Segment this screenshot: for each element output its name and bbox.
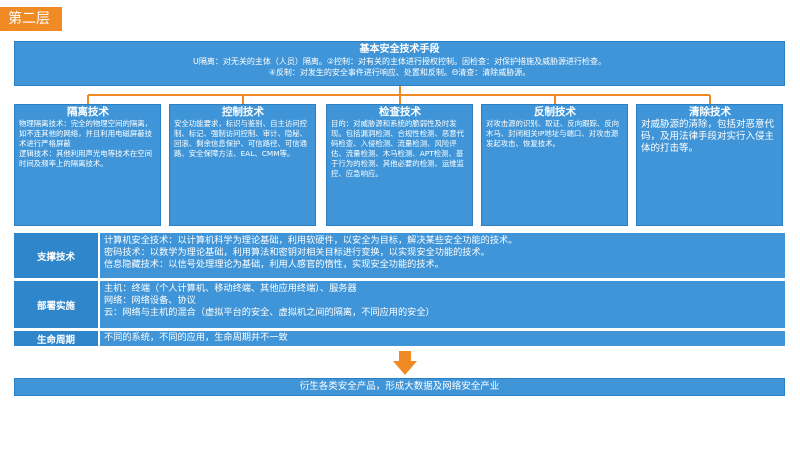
control-tech-card: 控制技术 安全功能要求，标识与鉴别、自主访问控制、标记、强制访问控制、审计、隐秘… bbox=[169, 104, 316, 226]
card-body-line: 物理隔离技术：完全的物理空间的隔离，如不连其他的网络，并且利用电磁屏蔽技术进行严… bbox=[19, 119, 153, 148]
card-body: 对威胁源的清除，包括对恶意代码，及用法律手段对实行入侵主体的打击等。 bbox=[641, 119, 779, 155]
card-body-line: 对攻击源的识别、取证、反向跟踪、反向木马、封闭相关IP地址与端口、对攻击源发起攻… bbox=[486, 119, 620, 148]
row-content: 不同的系统，不同的应用，生命周期并不一致 bbox=[104, 332, 781, 344]
row-line: 网络：网络设备、协议 bbox=[104, 295, 196, 306]
basic-techniques-line-2: ④反制：对发生的安全事件进行响应、处置和反制。Θ清查：清除威胁源。 bbox=[268, 68, 531, 77]
card-title: 控制技术 bbox=[222, 106, 264, 118]
down-arrow-icon bbox=[393, 351, 417, 375]
row-content: 主机：终端（个人计算机、移动终端、其他应用终端）、服务器 网络：网络设备、协议 … bbox=[104, 283, 781, 319]
derived-products-box: 衍生各类安全产品，形成大数据及网络安全产业 bbox=[14, 378, 785, 396]
basic-techniques-box: 基本安全技术手段 U隔离：对无关的主体（人员）隔离。②控制：对有关的主体进行授权… bbox=[14, 41, 785, 86]
row-content: 计算机安全技术：以计算机科学为理论基础，利用软硬件，以安全为目标，解决某些安全功… bbox=[104, 235, 781, 271]
row-label: 部署实施 bbox=[14, 281, 100, 328]
card-body: 安全功能要求，标识与鉴别、自主访问控制、标记、强制访问控制、审计、隐秘、回滚、剩… bbox=[174, 119, 312, 159]
row-label: 支撑技术 bbox=[14, 233, 100, 278]
deployment-row: 部署实施 主机：终端（个人计算机、移动终端、其他应用终端）、服务器 网络：网络设… bbox=[14, 281, 785, 329]
card-body-line: 逻辑技术：其他利用声光电等技术在空间时间及频率上的隔离技术。 bbox=[19, 149, 153, 168]
lifecycle-row: 生命周期 不同的系统，不同的应用，生命周期并不一致 bbox=[14, 331, 785, 347]
row-line: 计算机安全技术：以计算机科学为理论基础，利用软硬件，以安全为目标，解决某些安全功… bbox=[104, 235, 518, 246]
card-body-line: 对威胁源的清除，包括对恶意代码，及用法律手段对实行入侵主体的打击等。 bbox=[641, 119, 775, 154]
row-line: 密码技术：以数学为理论基础，利用算法和密钥对相关目标进行变换，以实现安全功能的技… bbox=[104, 247, 490, 258]
support-tech-row: 支撑技术 计算机安全技术：以计算机科学为理论基础，利用软硬件，以安全为目标，解决… bbox=[14, 233, 785, 279]
row-line: 不同的系统，不同的应用，生命周期并不一致 bbox=[104, 332, 288, 343]
card-title: 隔离技术 bbox=[67, 106, 109, 118]
row-line: 主机：终端（个人计算机、移动终端、其他应用终端）、服务器 bbox=[104, 283, 357, 294]
card-body-line: 安全功能要求，标识与鉴别、自主访问控制、标记、强制访问控制、审计、隐秘、回滚、剩… bbox=[174, 119, 308, 158]
layer-tag: 第二层 bbox=[0, 7, 62, 31]
row-line: 云：网络与主机的混合（虚拟平台的安全、虚拟机之间的隔离，不同应用的安全） bbox=[104, 307, 435, 318]
basic-techniques-title: 基本安全技术手段 bbox=[359, 44, 440, 55]
card-body-line: 目的：对威胁源和系统的脆弱性及时发现。包括漏洞检测、合规性检测、恶意代码检查、入… bbox=[331, 119, 465, 178]
card-title: 检查技术 bbox=[379, 106, 421, 118]
card-body: 对攻击源的识别、取证、反向跟踪、反向木马、封闭相关IP地址与端口、对攻击源发起攻… bbox=[486, 119, 624, 149]
card-title: 清除技术 bbox=[689, 106, 731, 118]
clearance-tech-card: 清除技术 对威胁源的清除，包括对恶意代码，及用法律手段对实行入侵主体的打击等。 bbox=[636, 104, 783, 226]
inspection-tech-card: 检查技术 目的：对威胁源和系统的脆弱性及时发现。包括漏洞检测、合规性检测、恶意代… bbox=[326, 104, 473, 226]
card-title: 反制技术 bbox=[534, 106, 576, 118]
countermeasure-tech-card: 反制技术 对攻击源的识别、取证、反向跟踪、反向木马、封闭相关IP地址与端口、对攻… bbox=[481, 104, 628, 226]
card-body: 物理隔离技术：完全的物理空间的隔离，如不连其他的网络，并且利用电磁屏蔽技术进行严… bbox=[19, 119, 157, 169]
isolation-tech-card: 隔离技术 物理隔离技术：完全的物理空间的隔离，如不连其他的网络，并且利用电磁屏蔽… bbox=[14, 104, 161, 226]
row-line: 信息隐藏技术：以信号处理理论为基础，利用人感官的惰性，实现安全功能的技术。 bbox=[104, 259, 444, 270]
card-body: 目的：对威胁源和系统的脆弱性及时发现。包括漏洞检测、合规性检测、恶意代码检查、入… bbox=[331, 119, 469, 179]
basic-techniques-line-1: U隔离：对无关的主体（人员）隔离。②控制：对有关的主体进行授权控制。因检查：对保… bbox=[192, 57, 607, 66]
row-label: 生命周期 bbox=[14, 331, 100, 346]
